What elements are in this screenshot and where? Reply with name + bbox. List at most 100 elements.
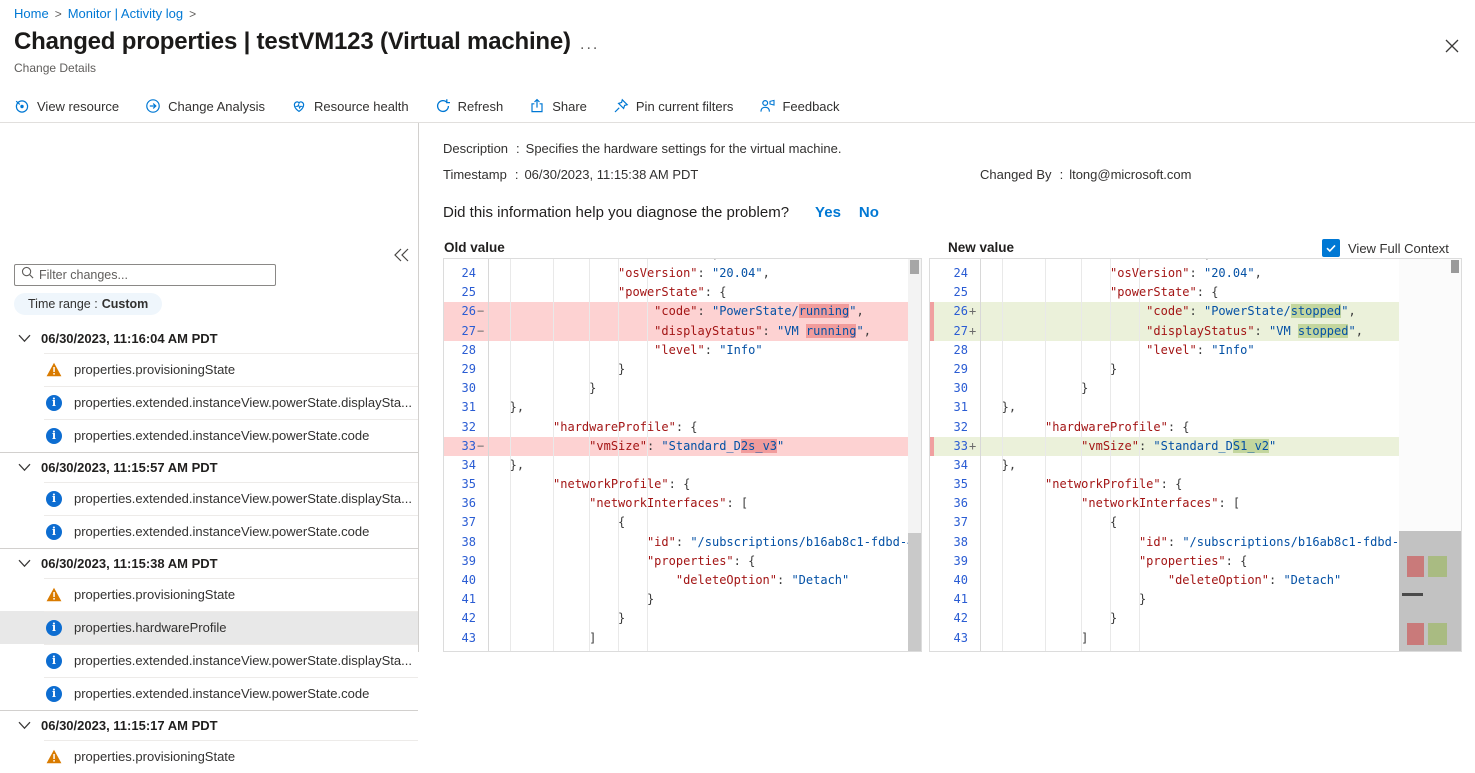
info-icon: i <box>46 427 62 444</box>
description-row: Description:Specifies the hardware setti… <box>443 141 842 156</box>
diff-line: 34 }, <box>930 456 1401 475</box>
view-full-context-label: View Full Context <box>1348 240 1449 256</box>
line-number: 32 <box>953 419 968 434</box>
diff-changed-line: 26+ "code": "PowerState/stopped", <box>930 302 1401 322</box>
filter-changes-input[interactable] <box>39 268 269 282</box>
diff-line: 25 "powerState": { <box>444 283 909 302</box>
scrollbar-thumb[interactable] <box>1451 260 1459 273</box>
change-item-provisioningState[interactable]: properties.provisioningState <box>0 740 418 773</box>
description-label: Description <box>443 141 509 156</box>
new-value-editor: ",24 "osVersion": "20.04",25 "powerState… <box>929 258 1462 652</box>
change-group-header[interactable]: 06/30/2023, 11:15:38 AM PDT <box>0 548 418 578</box>
diff-line: 30 } <box>930 379 1401 398</box>
diff-sign <box>968 494 980 513</box>
diff-sign: − <box>477 438 485 453</box>
diff-line: 41 } <box>930 590 1401 609</box>
checkbox-checked-icon[interactable] <box>1322 239 1340 257</box>
breadcrumb-link[interactable]: Monitor | Activity log <box>67 6 184 21</box>
line-number: 28 <box>461 342 476 357</box>
toolbar-divider <box>0 122 1475 123</box>
line-number: 34 <box>461 457 476 472</box>
time-range-label: Time range : <box>28 297 98 311</box>
yes-link[interactable]: Yes <box>815 204 841 221</box>
change-analysis-button[interactable]: Change Analysis <box>145 98 265 114</box>
line-number: 36 <box>461 496 476 511</box>
change-item-provisioningState[interactable]: properties.provisioningState <box>0 353 418 386</box>
minimap-cursor-marker <box>1402 593 1423 596</box>
line-number: 26 <box>953 304 968 319</box>
diff-line: 41 } <box>444 590 909 609</box>
view-full-context-toggle[interactable]: View Full Context <box>1322 239 1449 257</box>
diff-line: 29 } <box>930 360 1401 379</box>
title-more-menu[interactable]: ... <box>580 36 600 53</box>
diff-line: 32 "hardwareProfile": { <box>444 418 909 437</box>
pin-current-filters-button[interactable]: Pin current filters <box>613 98 733 114</box>
old-editor-scrollbar[interactable] <box>908 259 921 651</box>
warning-icon <box>46 587 62 603</box>
share-button[interactable]: Share <box>529 98 587 114</box>
time-range-pill[interactable]: Time range : Custom <box>14 293 163 315</box>
diff-sign <box>968 379 980 398</box>
diff-line: 43 ] <box>930 629 1401 648</box>
line-number: 39 <box>953 553 968 568</box>
diff-line: 31 }, <box>444 398 909 417</box>
line-number: 34 <box>953 457 968 472</box>
diff-sign <box>476 629 488 648</box>
diff-line: 35 "networkProfile": { <box>930 475 1401 494</box>
line-number: 25 <box>461 285 476 300</box>
line-number: 36 <box>953 496 968 511</box>
change-item-provisioningState[interactable]: properties.provisioningState <box>0 578 418 611</box>
change-group-header[interactable]: 06/30/2023, 11:15:57 AM PDT <box>0 452 418 482</box>
filter-changes-box <box>14 264 276 286</box>
feedback-button[interactable]: Feedback <box>759 98 840 114</box>
info-icon: i <box>46 523 62 540</box>
changes-sidebar: Time range : Custom 06/30/2023, 11:16:04… <box>0 123 418 764</box>
refresh-icon <box>435 98 451 114</box>
line-number: 42 <box>461 611 476 626</box>
diff-line: 37 { <box>444 513 909 532</box>
view-resource-button[interactable]: View resource <box>14 98 119 114</box>
diff-line: 42 } <box>930 609 1401 628</box>
line-number: 30 <box>953 381 968 396</box>
change-group-header[interactable]: 06/30/2023, 11:15:17 AM PDT <box>0 710 418 740</box>
diff-sign <box>476 264 488 283</box>
chevron-down-icon <box>18 718 31 733</box>
diff-changed-line: 33+ "vmSize": "Standard_DS1_v2" <box>930 436 1401 457</box>
chevron-down-icon <box>18 331 31 346</box>
line-number: 29 <box>953 361 968 376</box>
minimap-removed-marker <box>1407 556 1424 577</box>
diff-line: 40 "deleteOption": "Detach" <box>444 571 909 590</box>
refresh-button[interactable]: Refresh <box>435 98 503 114</box>
diff-changed-line: 33− "vmSize": "Standard_D2s_v3" <box>444 436 909 456</box>
line-number: 43 <box>953 630 968 645</box>
new-editor-minimap[interactable] <box>1399 259 1461 651</box>
diff-sign <box>476 398 488 417</box>
scrollbar-thumb[interactable] <box>910 260 919 274</box>
time-range-value: Custom <box>101 297 149 311</box>
warning-icon <box>46 362 62 378</box>
diff-line: 29 } <box>444 360 909 379</box>
diff-sign <box>968 456 980 475</box>
resource-health-button[interactable]: Resource health <box>291 98 409 114</box>
diff-sign <box>968 264 980 283</box>
diff-sign <box>476 533 488 552</box>
info-icon: i <box>46 490 62 507</box>
diff-line: 28 "level": "Info" <box>444 341 909 360</box>
collapse-sidebar-icon[interactable] <box>392 247 412 265</box>
diff-line: 31 }, <box>930 398 1401 417</box>
diff-sign: + <box>969 323 977 338</box>
no-link[interactable]: No <box>858 204 879 221</box>
change-group-header[interactable]: 06/30/2023, 11:16:04 AM PDT <box>0 323 418 353</box>
minimap-removed-marker <box>1407 623 1424 645</box>
scrollbar-region[interactable] <box>908 533 921 651</box>
close-icon[interactable] <box>1444 38 1464 58</box>
breadcrumb-link[interactable]: Home <box>14 6 49 21</box>
diff-sign <box>476 609 488 628</box>
